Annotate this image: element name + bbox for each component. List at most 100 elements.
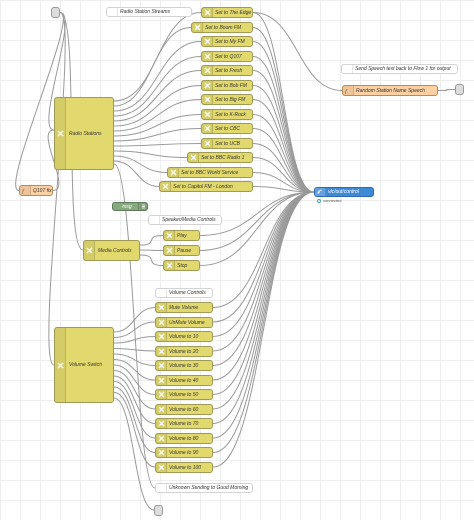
comment-icon (156, 484, 167, 492)
comment-radio-streams[interactable]: Radio Station Streams (106, 7, 192, 17)
wire (252, 41, 315, 193)
link-out-node-right[interactable] (455, 84, 464, 95)
wire (113, 99, 202, 132)
wire (139, 235, 164, 246)
change-icon (156, 303, 167, 312)
wire (252, 99, 315, 193)
function-label: Random Station Name Speech (356, 87, 425, 94)
wire (212, 191, 315, 366)
comment-volume-controls[interactable]: Volume Controls (155, 288, 213, 298)
wire (252, 85, 315, 193)
wire (113, 381, 156, 439)
wire (113, 27, 192, 107)
svg-text:f: f (345, 88, 348, 94)
change-label: Pause (177, 247, 192, 254)
mqtt-out-node[interactable]: vlc/out/control (314, 187, 374, 197)
debug-node-msg[interactable]: msg (112, 202, 148, 211)
wire (113, 348, 156, 352)
comment-speaker-media[interactable]: Speaker/Media Controls (148, 215, 222, 225)
change-icon (192, 23, 203, 32)
wire (252, 12, 343, 91)
wire (252, 114, 315, 193)
function-icon: f (20, 186, 31, 195)
change-icon (202, 81, 213, 90)
change-node-radio[interactable]: Set to CBC (201, 123, 253, 134)
change-node-radio[interactable]: Set to UCB (201, 138, 253, 149)
change-label: Volume to 80 (169, 435, 199, 442)
change-node-volume[interactable]: Volume to 10 (155, 331, 213, 342)
change-node-volume[interactable]: Volume to 80 (155, 433, 213, 444)
change-node-radio[interactable]: Set to Boom FM (191, 22, 253, 33)
change-label: Set to K-Rock (215, 111, 246, 118)
wire (113, 375, 156, 424)
change-node-media[interactable]: Stop (163, 260, 200, 271)
change-label: Set to BBC Radio 1 (201, 154, 245, 161)
change-icon (156, 390, 167, 399)
change-node-radio[interactable]: Set to BBC World Service (167, 167, 253, 178)
change-node-radio[interactable]: Set to Q107 (201, 51, 253, 62)
link-out-node-bottom[interactable] (154, 505, 163, 516)
change-icon (202, 95, 213, 104)
wire (252, 143, 315, 193)
change-node-volume[interactable]: Volume to 90 (155, 447, 213, 458)
wire (113, 85, 202, 127)
change-node-volume[interactable]: Volume to 30 (155, 360, 213, 371)
change-label: Volume to 20 (169, 348, 199, 355)
wire (113, 160, 160, 187)
function-node-q107-fix[interactable]: f Q107 fix (19, 185, 53, 196)
change-node-volume[interactable]: Volume to 40 (155, 375, 213, 386)
wire (113, 353, 156, 366)
change-node-volume[interactable]: Volume to 60 (155, 404, 213, 415)
comment-icon (149, 216, 160, 224)
change-node-volume[interactable]: Volume to 100 (155, 462, 213, 473)
change-label: Set to BBC World Service (181, 169, 239, 176)
switch-icon (84, 241, 95, 260)
change-icon (164, 261, 175, 270)
change-node-volume[interactable]: Volume to 20 (155, 346, 213, 357)
wire (113, 386, 156, 453)
change-node-radio[interactable]: Set to K-Rock (201, 109, 253, 120)
change-node-volume[interactable]: Mute Volume (155, 302, 213, 313)
change-label: Volume to 10 (169, 333, 199, 340)
change-label: Set to My FM (215, 38, 245, 45)
switch-node-volume[interactable]: Volume Switch (54, 327, 114, 403)
change-icon (156, 376, 167, 385)
change-node-volume[interactable]: Volume to 50 (155, 389, 213, 400)
change-icon (156, 448, 167, 457)
comment-unknown[interactable]: Unknown Sending to Good Morning (155, 483, 253, 493)
change-icon (156, 318, 167, 327)
svg-text:f: f (22, 188, 25, 194)
change-icon (164, 231, 175, 240)
wire (113, 336, 156, 344)
change-label: Volume to 50 (169, 391, 199, 398)
wire (15, 12, 64, 191)
change-label: Volume to 90 (169, 449, 199, 456)
switch-node-radio-stations[interactable]: Radio Stations (54, 97, 114, 170)
change-node-radio[interactable]: Set to Capitol FM - London (159, 181, 253, 192)
comment-icon (342, 65, 353, 73)
switch-node-media-controls[interactable]: Media Controls (83, 240, 140, 261)
change-node-volume[interactable]: UnMute Volume (155, 317, 213, 328)
change-node-radio[interactable]: Set to My FM (201, 36, 253, 47)
change-node-volume[interactable]: Volume to 70 (155, 418, 213, 429)
wire (252, 128, 315, 193)
change-node-media[interactable]: Play (163, 230, 200, 241)
change-label: Set to Fresh (215, 67, 243, 74)
change-icon (202, 37, 213, 46)
link-in-node-top[interactable] (51, 7, 60, 18)
change-node-radio[interactable]: Set to The Edge (201, 7, 253, 18)
change-node-radio[interactable]: Set to Big FM (201, 94, 253, 105)
change-node-radio[interactable]: Set to BBC Radio 1 (187, 152, 253, 163)
change-label: Volume to 30 (169, 362, 199, 369)
switch-label: Media Controls (98, 247, 132, 254)
wire (113, 163, 156, 489)
change-label: Play (177, 232, 187, 239)
status-ring-icon (317, 198, 321, 203)
change-node-radio[interactable]: Set to Bob FM (201, 80, 253, 91)
change-node-media[interactable]: Pause (163, 245, 200, 256)
change-node-radio[interactable]: Set to Fresh (201, 65, 253, 76)
comment-send-speech[interactable]: Send Speech text back to Flow 1 for outp… (341, 64, 458, 74)
change-label: Mute Volume (169, 304, 199, 311)
function-node-random-speech[interactable]: f Random Station Name Speech (342, 85, 438, 96)
